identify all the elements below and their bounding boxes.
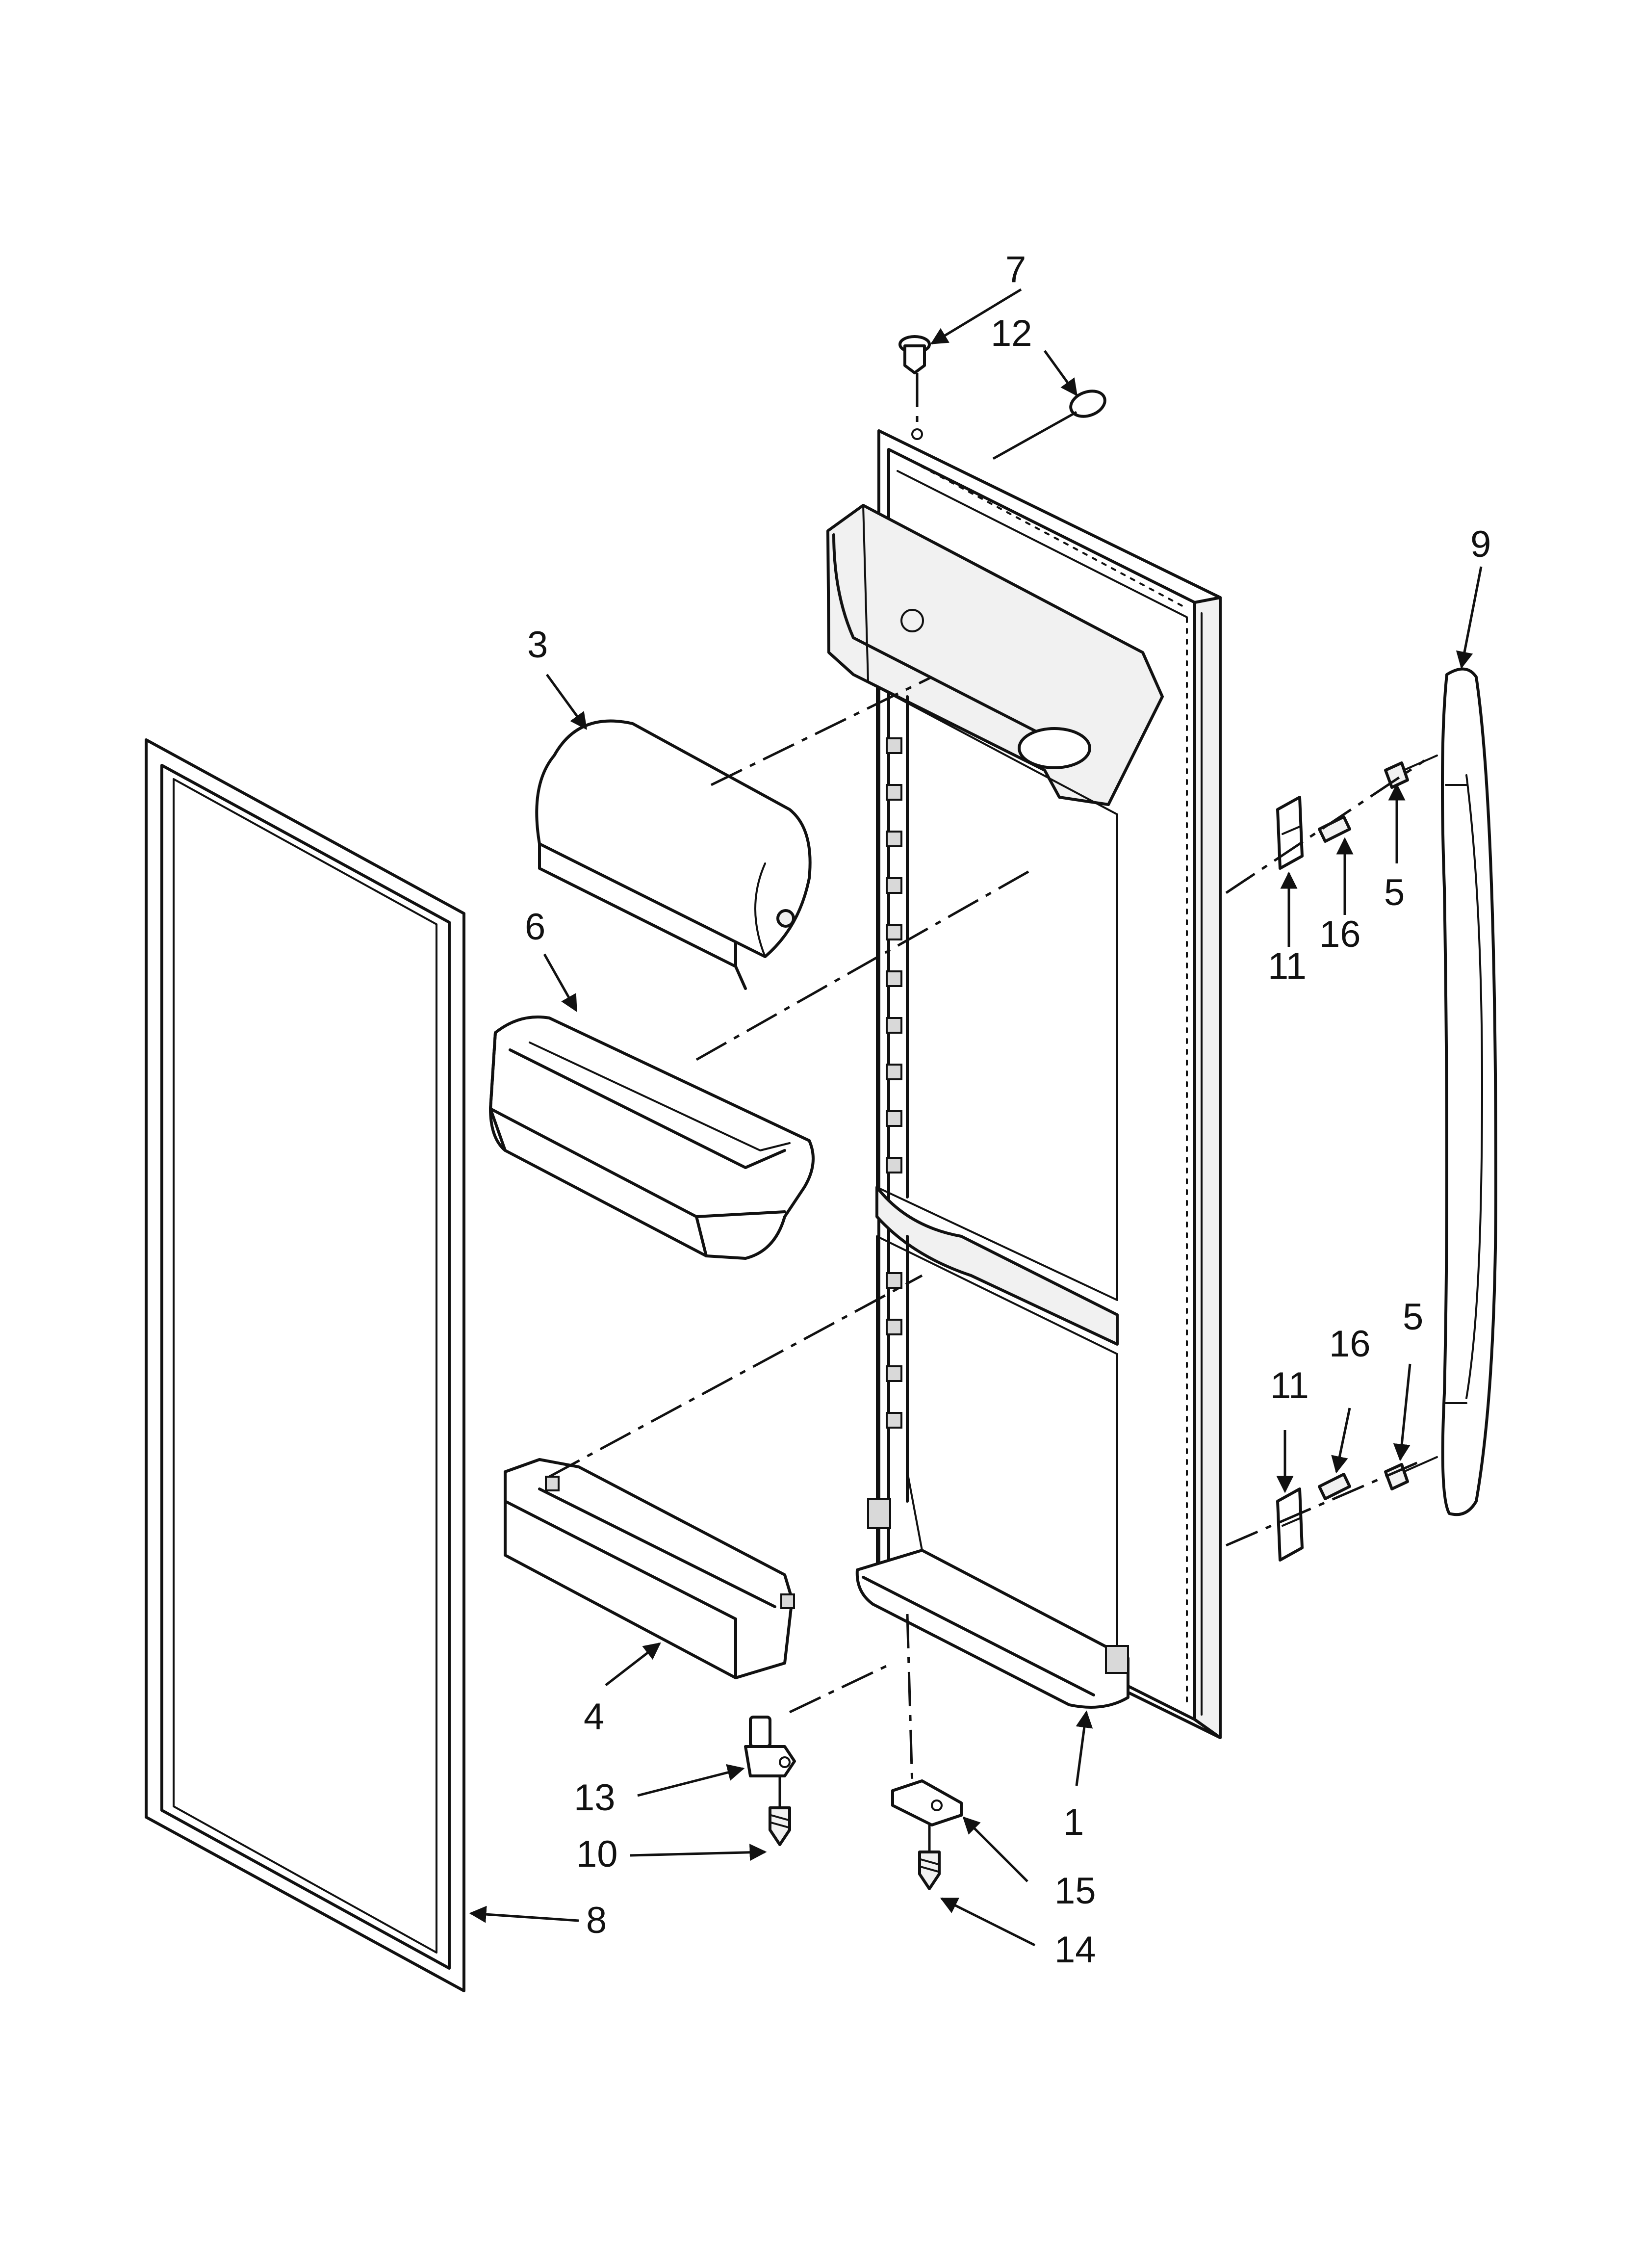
- shim-screw-part: [918, 1851, 941, 1890]
- dairy-door-part: [535, 719, 812, 990]
- callout-label-15: 15: [1054, 1870, 1096, 1912]
- callout-label-6: 6: [525, 906, 545, 948]
- o-ring-part: [1069, 390, 1106, 418]
- hinge-screw-part: [769, 1806, 791, 1846]
- callout-label-3: 3: [527, 624, 548, 666]
- door-gasket-part: [145, 738, 465, 1992]
- lower-set-screw-part: [1318, 1473, 1351, 1500]
- plug-part: [898, 335, 931, 440]
- callout-label-16-upper: 16: [1319, 913, 1361, 955]
- callout-label-14: 14: [1054, 1929, 1096, 1971]
- callout-label-11-lower: 11: [1270, 1365, 1309, 1407]
- callout-label-5-upper: 5: [1384, 872, 1405, 913]
- callout-label-13: 13: [574, 1777, 616, 1819]
- door-bin-part: [489, 1016, 815, 1260]
- callout-label-9: 9: [1470, 523, 1491, 565]
- callout-label-12: 12: [991, 313, 1032, 354]
- callout-label-10: 10: [576, 1833, 618, 1875]
- callout-label-1: 1: [1063, 1801, 1084, 1843]
- lower-door-bin-part: [504, 1458, 795, 1679]
- callout-arrows: [469, 288, 1483, 1947]
- door-liner-part: [826, 429, 1222, 1739]
- shelf-tab-row: [886, 737, 902, 1429]
- hinge-pin-part: [744, 1716, 796, 1777]
- hinge-shim-part: [891, 1779, 963, 1826]
- callout-labels: 7 12 9 3 6 5 16 11 5 16 11 4 13 10 1 15 …: [525, 249, 1491, 1971]
- callout-label-11-upper: 11: [1268, 945, 1307, 987]
- lower-handle-clip-part: [1276, 1487, 1304, 1562]
- callout-label-4: 4: [584, 1696, 604, 1738]
- upper-handle-clip-part: [1276, 796, 1304, 870]
- callout-label-7: 7: [1005, 249, 1026, 290]
- callout-label-8: 8: [586, 1900, 607, 1941]
- door-handle-part: [1441, 667, 1497, 1516]
- callout-label-5-lower: 5: [1403, 1296, 1423, 1338]
- assembly-lines: [548, 373, 1426, 1852]
- callout-label-16-lower: 16: [1329, 1323, 1371, 1365]
